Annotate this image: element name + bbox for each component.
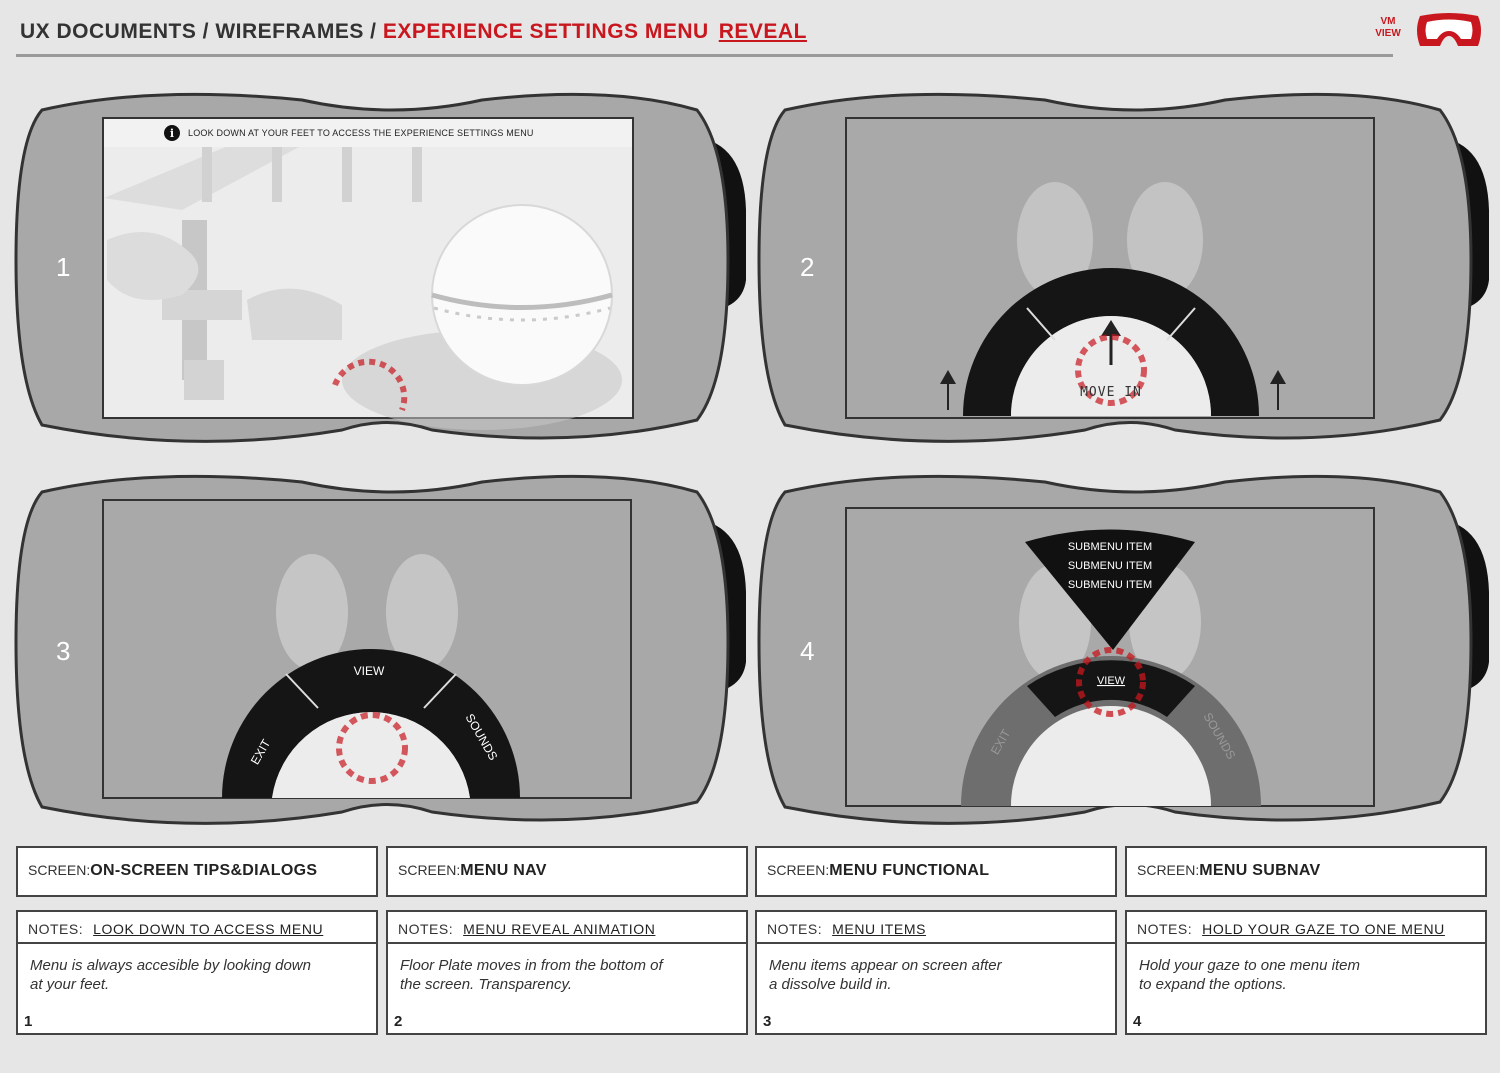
tip-text: LOOK DOWN AT YOUR FEET TO ACCESS THE EXP… bbox=[188, 128, 534, 138]
vm-view-logo: VM VIEW bbox=[1366, 10, 1486, 52]
screen-title: MENU NAV bbox=[460, 862, 547, 879]
gaze-reticle bbox=[1075, 334, 1147, 406]
gaze-reticle bbox=[336, 712, 408, 784]
notes-title: MENU REVEAL ANIMATION bbox=[463, 921, 656, 937]
notes-title: MENU ITEMS bbox=[832, 921, 927, 937]
vr-headset-icon bbox=[1417, 13, 1481, 46]
screen-number: 4 bbox=[800, 636, 815, 666]
panel-3: VIEW EXIT SOUNDS 3 bbox=[12, 462, 750, 842]
logo-text-bottom: VIEW bbox=[1375, 28, 1401, 39]
notes-number: 3 bbox=[763, 1013, 772, 1030]
floor-plate-ring bbox=[963, 268, 1259, 416]
submenu-fan bbox=[1025, 529, 1195, 650]
notes-card-3: NOTES:MENU ITEMS Menu items appear on sc… bbox=[755, 910, 1117, 1035]
breadcrumb-current: EXPERIENCE SETTINGS MENU bbox=[382, 20, 709, 43]
notes-title: LOOK DOWN TO ACCESS MENU bbox=[93, 921, 324, 937]
screen-card-2: SCREEN:MENU NAV bbox=[386, 846, 748, 897]
notes-card-1: NOTES:LOOK DOWN TO ACCESS MENU Menu is a… bbox=[16, 910, 378, 1035]
screen-card-4: SCREEN:MENU SUBNAV bbox=[1125, 846, 1487, 897]
panel-4: SUBMENU ITEM SUBMENU ITEM SUBMENU ITEM V… bbox=[755, 462, 1500, 842]
notes-number: 1 bbox=[24, 1013, 33, 1030]
notes-card-2: NOTES:MENU REVEAL ANIMATION Floor Plate … bbox=[386, 910, 748, 1035]
panel-2: MOVE IN 2 bbox=[755, 80, 1500, 460]
breadcrumb-state: REVEAL bbox=[718, 20, 807, 43]
svg-text:i: i bbox=[170, 127, 174, 140]
screen-title: MENU FUNCTIONAL bbox=[829, 862, 990, 879]
menu-item-view[interactable]: VIEW bbox=[1097, 675, 1126, 687]
menu-item-view[interactable]: VIEW bbox=[354, 664, 385, 678]
submenu-item[interactable]: SUBMENU ITEM bbox=[1068, 579, 1152, 591]
header-divider bbox=[16, 54, 1393, 57]
info-icon bbox=[164, 125, 180, 141]
menu-active-segment bbox=[1027, 660, 1195, 717]
screen-card-1: SCREEN:ON-SCREEN TIPS&DIALOGS bbox=[16, 846, 378, 897]
notes-body: Menu is always accesible by looking down… bbox=[30, 957, 311, 993]
screen-title: ON-SCREEN TIPS&DIALOGS bbox=[90, 862, 318, 879]
submenu-item[interactable]: SUBMENU ITEM bbox=[1068, 560, 1152, 572]
screen-number: 3 bbox=[56, 636, 71, 666]
gaze-reticle bbox=[332, 358, 408, 412]
breadcrumb-path: UX DOCUMENTS / WIREFRAMES / bbox=[20, 20, 383, 43]
submenu-item[interactable]: SUBMENU ITEM bbox=[1068, 541, 1152, 553]
logo-text-top: VM bbox=[1380, 16, 1396, 27]
notes-number: 2 bbox=[394, 1013, 403, 1030]
breadcrumb: UX DOCUMENTS / WIREFRAMES / EXPERIENCE S… bbox=[20, 20, 807, 44]
gaze-reticle bbox=[1076, 647, 1146, 717]
notes-card-4: NOTES:HOLD YOUR GAZE TO ONE MENU Hold yo… bbox=[1125, 910, 1487, 1035]
notes-number: 4 bbox=[1133, 1013, 1142, 1030]
screen-number: 1 bbox=[56, 252, 71, 282]
screen-number: 2 bbox=[800, 252, 815, 282]
panel-1: i LOOK DOWN AT YOUR FEET TO ACCESS THE E… bbox=[12, 80, 750, 460]
screen-title: MENU SUBNAV bbox=[1199, 862, 1321, 879]
screen-card-3: SCREEN:MENU FUNCTIONAL bbox=[755, 846, 1117, 897]
notes-title: HOLD YOUR GAZE TO ONE MENU bbox=[1202, 921, 1445, 937]
move-in-label: MOVE IN bbox=[1080, 385, 1142, 400]
